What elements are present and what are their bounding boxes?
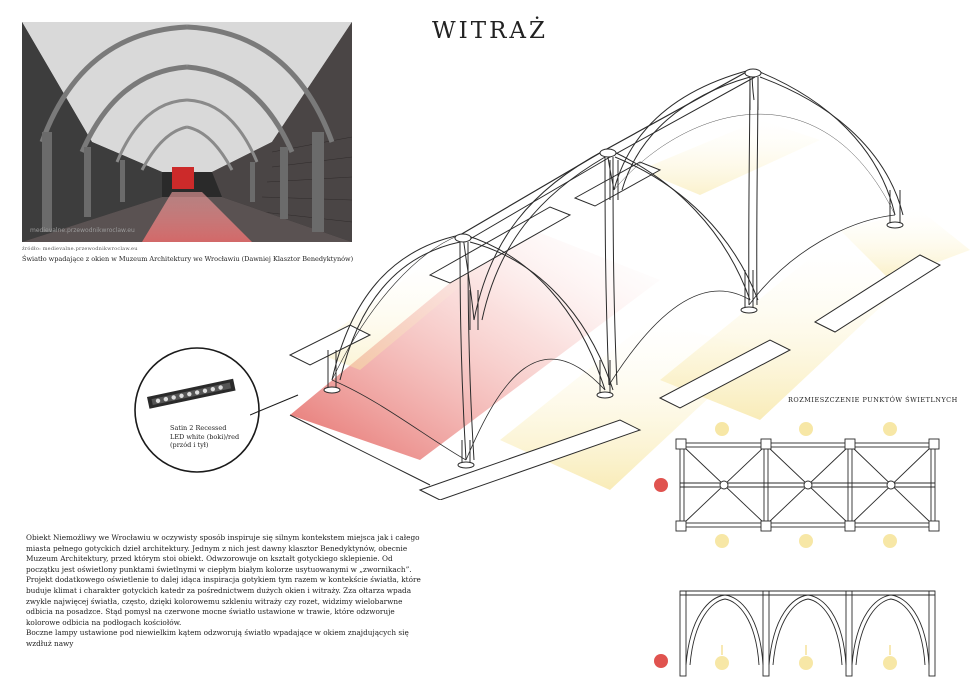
warm-light-point — [715, 656, 729, 670]
warm-light-point — [883, 534, 897, 548]
warm-light-point — [715, 422, 729, 436]
led-fixture-icon — [147, 378, 236, 409]
warm-light-patch-3 — [640, 120, 820, 195]
lamp-bar — [813, 254, 942, 333]
lighting-elevation-view — [654, 590, 936, 677]
project-description: Obiekt Niemożliwy we Wrocławiu w oczywis… — [26, 533, 421, 650]
lamp-specification: Satin 2 Recessed LED white (boki)/red (p… — [170, 424, 239, 450]
warm-light-point — [799, 656, 813, 670]
red-light-point — [654, 478, 668, 492]
vault-axonometric-drawing — [288, 68, 970, 500]
museum-corridor-photo: medievalne.przewodnikwroclaw.eu — [22, 22, 352, 242]
red-light-point — [654, 654, 668, 668]
photo-source: źródło: medievalne.przewodnikwroclaw.eu — [22, 246, 138, 252]
callout-leader-line — [250, 394, 299, 416]
lamp-line: LED white (boki)/red — [170, 432, 240, 441]
description-paragraph: Boczne lampy ustawione pod niewielkim ką… — [26, 628, 409, 648]
lamp-bar — [289, 414, 431, 486]
lamp-bar — [418, 419, 642, 500]
lamp-detail-callout — [134, 347, 260, 473]
lighting-plan-heading: ROZMIESZCZENIE PUNKTÓW ŚWIETLNYCH — [788, 396, 958, 404]
lamp-line: Satin 2 Recessed — [170, 424, 227, 432]
photo-watermark: medievalne.przewodnikwroclaw.eu — [30, 227, 135, 234]
photo-caption: Światło wpadające z okien w Muzeum Archi… — [22, 255, 354, 263]
warm-light-patch-4 — [840, 210, 970, 280]
warm-light-point — [883, 422, 897, 436]
page-title: WITRAŻ — [432, 18, 548, 44]
warm-light-point — [715, 534, 729, 548]
description-paragraph: Obiekt Niemożliwy we Wrocławiu w oczywis… — [26, 533, 420, 574]
lamp-bar — [658, 339, 792, 409]
warm-light-point — [799, 422, 813, 436]
lamp-line: (przód i tył) — [170, 441, 209, 449]
description-paragraph: Projekt dodatkowego oświetlenie to dalej… — [26, 575, 421, 627]
lamp-bar — [288, 324, 372, 366]
red-light-patch — [290, 225, 660, 460]
warm-light-point — [883, 656, 897, 670]
lighting-plan-view — [654, 422, 940, 548]
warm-light-point — [799, 534, 813, 548]
